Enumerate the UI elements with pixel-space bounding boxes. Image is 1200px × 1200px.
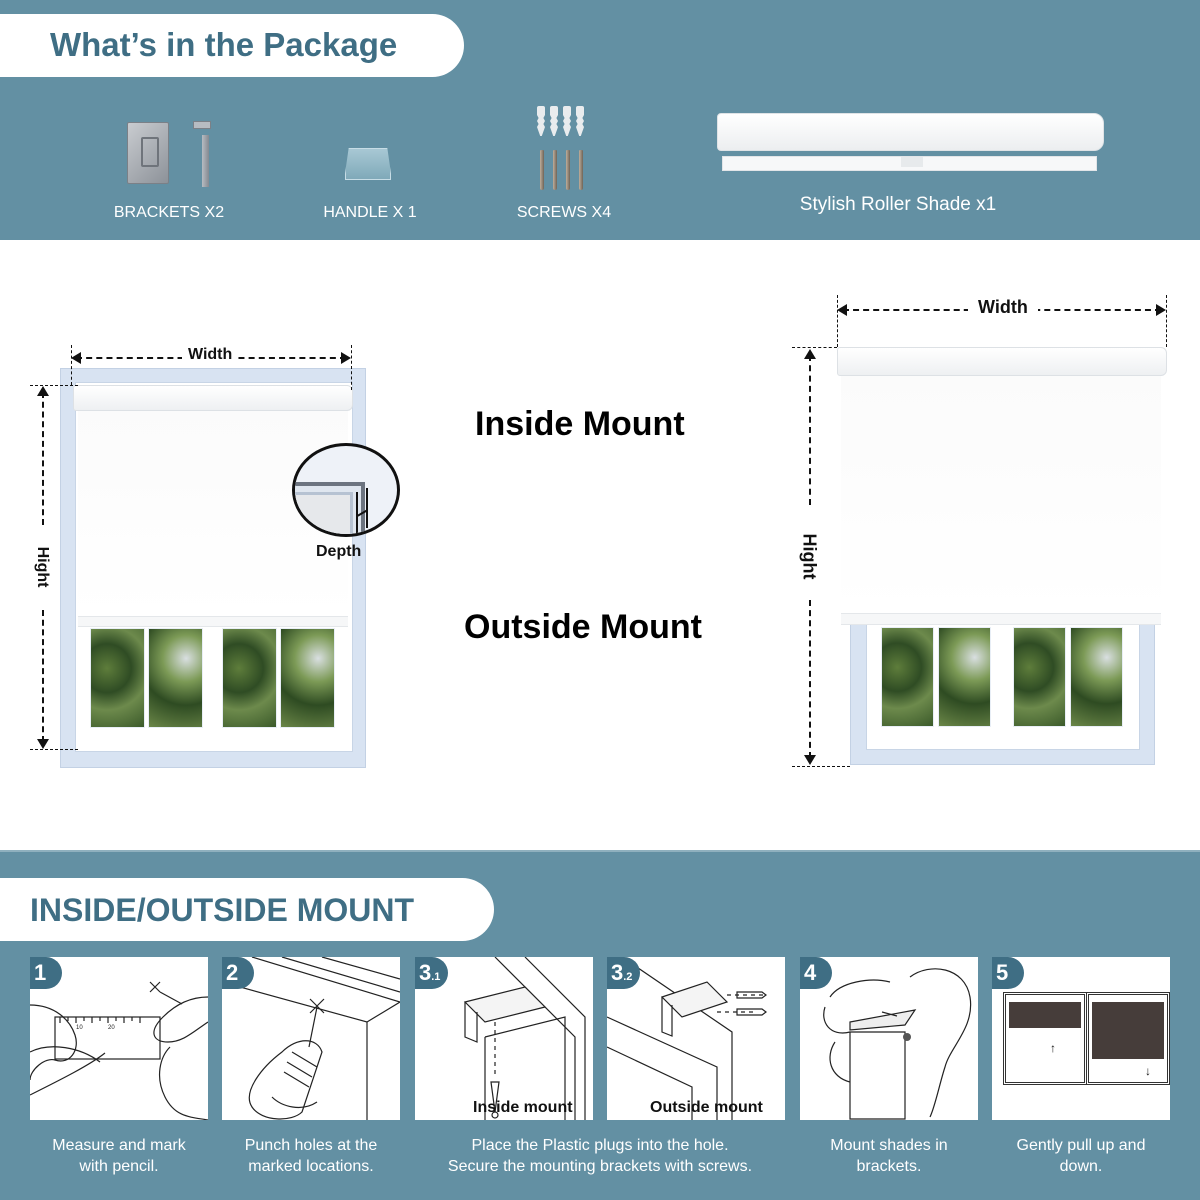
svg-text:10: 10: [76, 1025, 83, 1031]
package-item-label: BRACKETS X2: [113, 204, 225, 221]
width-label: Width: [182, 346, 239, 364]
bracket-icon: [127, 122, 169, 184]
arrow-down-icon: ↓: [1145, 1064, 1151, 1078]
shade-bottom-rail: [78, 616, 348, 627]
handle-icon: [345, 148, 391, 180]
depth-label: Depth: [316, 543, 362, 560]
step-card-2: 2: [222, 957, 400, 1120]
arrow-left-icon: [71, 352, 81, 364]
step-badge-1: 1: [30, 957, 62, 989]
screws-icon: [534, 106, 594, 192]
drill-illustration: [222, 957, 400, 1120]
step-card-4: 4: [800, 957, 978, 1120]
height-label: Hight: [799, 533, 820, 580]
arrow-right-icon: [341, 352, 351, 364]
package-title: What’s in the Package: [50, 26, 398, 63]
depth-magnifier: [292, 443, 400, 537]
outside-mount-bracket-illustration: [607, 957, 767, 1120]
arrow-down-icon: [804, 755, 816, 765]
package-item-label: HANDLE X 1: [323, 204, 417, 221]
step-badge-5: 5: [992, 957, 1024, 989]
outside-mount-sublabel: Outside mount: [650, 1099, 763, 1116]
height-label: Hight: [34, 546, 51, 588]
step-1-caption: Measure and mark with pencil.: [52, 1137, 186, 1175]
package-item-label: Stylish Roller Shade x1: [799, 194, 997, 215]
step-badge-3-2: 3.2: [607, 957, 641, 989]
package-item-label: SCREWS X4: [516, 204, 612, 221]
bracket-side-icon: [193, 121, 211, 129]
step-4-caption: Mount shades in brackets.: [830, 1137, 948, 1175]
step-badge-3-1: 3.1: [415, 957, 449, 989]
width-label: Width: [968, 297, 1038, 318]
step-card-5: ↑ ↓ 5: [992, 957, 1170, 1120]
step-2-caption: Punch holes at the marked locations.: [244, 1137, 378, 1175]
inside-mount-bracket-illustration: [463, 957, 586, 1120]
inside-mount-title: Inside Mount: [475, 405, 685, 443]
arrow-down-icon: [37, 739, 49, 749]
svg-text:20: 20: [108, 1025, 115, 1031]
install-title: INSIDE/OUTSIDE MOUNT: [30, 892, 415, 928]
arrow-up-icon: [37, 386, 49, 396]
step-3-caption: Place the Plastic plugs into the hole. S…: [447, 1137, 753, 1175]
mount-shade-illustration: [823, 968, 972, 1120]
arrow-right-icon: [1156, 304, 1166, 316]
measure-hands-illustration: 10 20: [30, 981, 208, 1120]
step-card-3-2: 3.2 Outside mount: [607, 957, 785, 1120]
step-5-caption: Gently pull up and down.: [1016, 1137, 1146, 1175]
bracket-side-leg-icon: [202, 135, 209, 187]
outside-mount-title: Outside Mount: [464, 608, 702, 646]
roller-shade-fabric: [841, 375, 1161, 615]
step-card-1: 10 20 1: [30, 957, 208, 1120]
package-title-pill: What’s in the Package: [0, 14, 464, 77]
shade-raised-window: ↑: [1003, 992, 1087, 1085]
step-badge-4: 4: [800, 957, 832, 989]
arrow-up-icon: [804, 349, 816, 359]
arrow-up-icon: ↑: [1050, 1041, 1056, 1055]
shade-lowered-window: ↓: [1086, 992, 1170, 1085]
step-card-3-1: 3.1 Inside mount: [415, 957, 593, 1120]
arrow-left-icon: [837, 304, 847, 316]
roller-shade-icon: [717, 113, 1104, 173]
inside-mount-sublabel: Inside mount: [473, 1099, 573, 1116]
shade-cassette: [73, 385, 353, 411]
install-title-pill: INSIDE/OUTSIDE MOUNT: [0, 878, 494, 941]
shade-cassette: [837, 347, 1167, 376]
shade-bottom-rail: [841, 613, 1161, 625]
step-badge-2: 2: [222, 957, 254, 989]
